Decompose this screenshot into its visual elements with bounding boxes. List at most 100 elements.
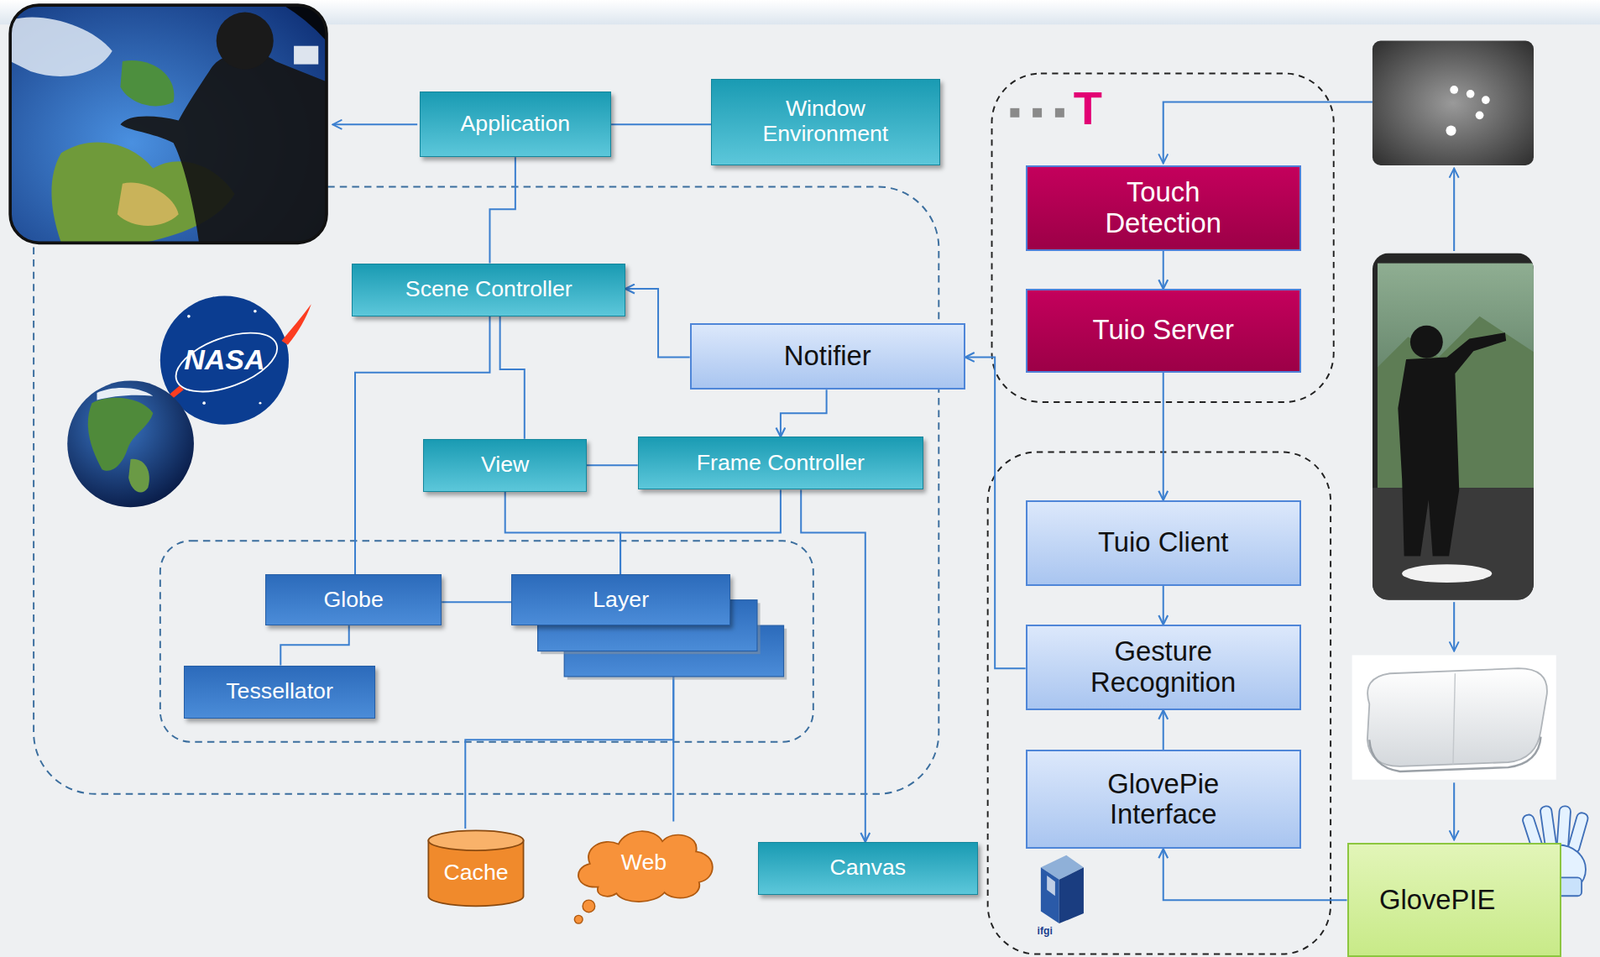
globe-photo-part-part <box>120 60 174 106</box>
storage-cylinder: Cache <box>426 828 526 909</box>
globe-photo-part-part <box>293 46 319 65</box>
camera-image-part <box>1445 125 1456 136</box>
globe-photo-part-part <box>120 52 327 243</box>
user-photo <box>1372 252 1534 600</box>
cloud-tail <box>574 899 595 924</box>
user-photo-part <box>1372 252 1534 600</box>
cloud-tail-part <box>582 899 596 913</box>
process-box: Frame Controller <box>637 436 924 490</box>
connector <box>489 156 515 263</box>
globe-photo-part-part <box>10 17 113 77</box>
box-label: Cache <box>443 860 508 886</box>
connector <box>280 625 349 665</box>
process-box: Gesture Recognition <box>1025 624 1302 711</box>
process-box: GlovePie Interface <box>1025 749 1302 849</box>
cloud-body <box>578 831 713 902</box>
nasa-logo-part <box>259 402 262 405</box>
device-box: GlovePIE <box>1347 842 1562 957</box>
box-label: Frame Controller <box>696 450 865 476</box>
logo-letter: T <box>1073 82 1103 134</box>
process-box: Notifier <box>690 323 966 390</box>
flow-arrow-part <box>1453 168 1455 251</box>
cylinder-top <box>428 830 523 851</box>
box-label: GlovePIE <box>1379 884 1496 916</box>
earth-picture-part <box>88 397 154 471</box>
dashed-region-part <box>988 451 1331 954</box>
box-label: Tuio Server <box>1092 314 1234 346</box>
balance-board-part <box>1369 737 1541 772</box>
box-label: View <box>481 452 529 478</box>
telekom-dots <box>1009 108 1064 118</box>
cloud-shape: Web <box>567 821 721 906</box>
balance-board-part <box>1352 654 1557 780</box>
nasa-logo-part <box>253 309 257 314</box>
connector <box>625 288 691 357</box>
connector <box>1163 848 1348 900</box>
connector <box>505 491 621 575</box>
connector <box>500 316 525 440</box>
globe-photo-part-part <box>216 12 274 70</box>
box-label: Gesture Recognition <box>1045 636 1282 698</box>
globe-photo <box>0 0 368 317</box>
earth-picture-part <box>96 387 153 400</box>
connector <box>1162 250 1165 289</box>
globe-photo-part <box>10 5 327 243</box>
ifgi-logo-part <box>1046 875 1056 896</box>
connector <box>800 489 866 842</box>
process-box: Canvas <box>758 841 978 895</box>
nasa-logo-part <box>281 303 311 346</box>
process-box: Globe <box>265 574 442 626</box>
connector <box>620 489 781 575</box>
dashed-region-part <box>160 540 814 742</box>
camera-image <box>1372 41 1534 166</box>
process-box: Tuio Client <box>1025 500 1302 586</box>
telekom-dots-part <box>1009 108 1020 118</box>
user-photo-part-part <box>1397 332 1506 556</box>
process-box: Tessellator <box>183 665 377 719</box>
balance-board-part <box>1367 668 1548 767</box>
box-label: Window Environment <box>728 96 923 147</box>
box-label: Layer <box>592 587 649 613</box>
box-label: Tuio Client <box>1098 527 1229 559</box>
box-label: Scene Controller <box>405 277 573 303</box>
box-label: Canvas <box>830 855 907 881</box>
connector <box>965 356 1026 669</box>
nasa-logo-part <box>187 314 191 319</box>
logo-text: NASA <box>183 344 265 376</box>
ifgi-logo-part <box>1059 867 1084 924</box>
user-photo-part-part <box>1401 564 1492 583</box>
connector <box>1162 372 1165 501</box>
globe-photo-part-part <box>117 183 179 226</box>
ifgi-logo-part <box>1040 867 1060 924</box>
process-box: Scene Controller <box>351 263 626 317</box>
process-box: Touch Detection <box>1025 165 1302 251</box>
logo-text: ifgi <box>1037 925 1053 937</box>
nasa-logo-part <box>202 401 206 405</box>
box-label: Application <box>460 111 571 137</box>
connector <box>441 601 512 603</box>
process-box: View <box>423 439 586 492</box>
connector <box>780 389 827 437</box>
process-box: Window Environment <box>711 78 940 166</box>
telekom-dots-part <box>1032 108 1042 118</box>
process-box: Tuio Server <box>1025 288 1302 373</box>
box-label: Notifier <box>784 340 872 372</box>
earth-picture-part <box>67 380 194 508</box>
connector <box>586 464 638 466</box>
camera-image-part <box>1372 41 1534 166</box>
process-box: Application <box>419 91 612 157</box>
box-label: Globe <box>324 587 384 613</box>
camera-image-part <box>1475 110 1485 120</box>
telekom-dots-part <box>1055 108 1065 118</box>
user-photo-part-part <box>1410 325 1444 359</box>
earth-picture-part <box>128 459 150 493</box>
cloud-tail-part <box>574 915 583 924</box>
user-photo-part-part <box>1372 252 1534 600</box>
balance-board-part <box>1453 673 1455 764</box>
flow-arrow-part <box>1453 782 1455 840</box>
connector <box>611 123 712 126</box>
globe-photo-part-part <box>10 5 327 243</box>
box-label: Web <box>621 850 667 876</box>
